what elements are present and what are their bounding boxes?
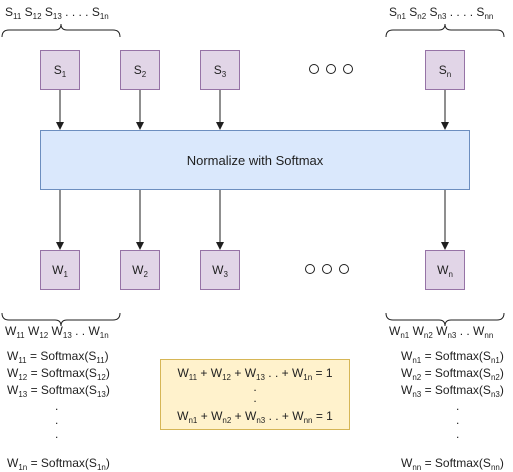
top-right-brace: [385, 23, 505, 38]
dot-icon: [326, 64, 336, 74]
sum-row-1: W11 + W12 + W13 . . + W1n = 1: [177, 366, 333, 382]
left-equation-last: W1n = Softmax(S1n): [7, 456, 110, 472]
sum-row-2: Wn1 + Wn2 + Wn3 . . + Wnn = 1: [177, 409, 333, 425]
right-equation-2: Wn2 = Softmax(Sn2): [401, 366, 504, 382]
dot-icon: [305, 264, 315, 274]
node-label: W3: [212, 263, 228, 279]
vertical-dot: .: [55, 399, 59, 413]
s1-node: S1: [40, 50, 80, 90]
left-equation-2: W12 = Softmax(S12): [7, 366, 110, 382]
dot-icon: [339, 264, 349, 274]
dot-icon: [309, 64, 319, 74]
node-label: S1: [53, 63, 67, 79]
top-left-label: S11 S12 S13 . . . . S1n: [5, 5, 109, 21]
left-equation-3: W13 = Softmax(S13): [7, 383, 110, 399]
ellipsis-dots-bottom: [305, 264, 349, 274]
dot-icon: [343, 64, 353, 74]
node-label: Wn: [437, 263, 453, 279]
s3-node: S3: [200, 50, 240, 90]
node-label: W2: [132, 263, 148, 279]
sum-constraint-box: W11 + W12 + W13 . . + W1n = 1 . . Wn1 + …: [160, 359, 350, 430]
w3-node: W3: [200, 250, 240, 290]
bottom-right-header: Wn1 Wn2 Wn3 . . Wnn: [389, 324, 494, 340]
node-label: Sn: [438, 63, 452, 79]
node-label: W1: [52, 263, 68, 279]
normalize-label: Normalize with Softmax: [186, 152, 324, 168]
vertical-dot: .: [253, 380, 257, 394]
w1-node: W1: [40, 250, 80, 290]
node-label: S2: [133, 63, 147, 79]
sn-node: Sn: [425, 50, 465, 90]
wn-node: Wn: [425, 250, 465, 290]
vertical-dot: .: [456, 427, 460, 441]
vertical-dot: .: [456, 413, 460, 427]
vertical-dot: .: [253, 391, 257, 405]
vertical-dot: .: [55, 413, 59, 427]
normalize-softmax-block: Normalize with Softmax: [40, 130, 470, 190]
bottom-left-header: W11 W12 W13 . . W1n: [5, 324, 109, 340]
top-left-brace: [1, 23, 121, 38]
left-equation-1: W11 = Softmax(S11): [7, 349, 109, 365]
bottom-left-brace: [1, 312, 121, 327]
right-equation-3: Wn3 = Softmax(Sn3): [401, 383, 504, 399]
right-equation-last: Wnn = Softmax(Snn): [401, 456, 504, 472]
top-right-label: Sn1 Sn2 Sn3 . . . . Snn: [389, 5, 494, 21]
w2-node: W2: [120, 250, 160, 290]
dot-icon: [322, 264, 332, 274]
vertical-dot: .: [55, 427, 59, 441]
node-label: S3: [213, 63, 227, 79]
right-equation-1: Wn1 = Softmax(Sn1): [401, 349, 504, 365]
vertical-dot: .: [456, 399, 460, 413]
bottom-right-brace: [385, 312, 505, 327]
s2-node: S2: [120, 50, 160, 90]
ellipsis-dots-top: [309, 64, 353, 74]
